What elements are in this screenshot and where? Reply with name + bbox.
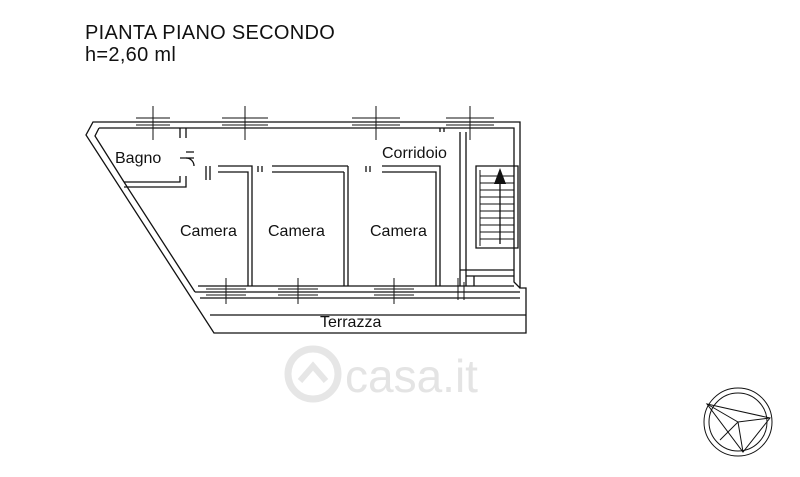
room-label-camera-1: Camera [180,223,237,240]
walls [85,121,527,334]
windows [136,106,494,304]
watermark-text: casa.it [345,350,478,402]
north-arrow-icon [703,387,773,457]
room-label-terrazza: Terrazza [320,314,381,331]
room-label-corridoio: Corridoio [382,145,447,162]
plan-title: PIANTA PIANO SECONDO [85,22,336,44]
plan-title-block: PIANTA PIANO SECONDO h=2,60 ml [85,22,335,66]
room-label-camera-2: Camera [268,223,325,240]
room-label-bagno: Bagno [115,150,161,167]
stairs-arrow-icon [494,168,506,244]
watermark: casa.it [284,345,478,403]
room-label-camera-3: Camera [370,223,427,240]
plan-height-note: h=2,60 ml [85,44,177,66]
